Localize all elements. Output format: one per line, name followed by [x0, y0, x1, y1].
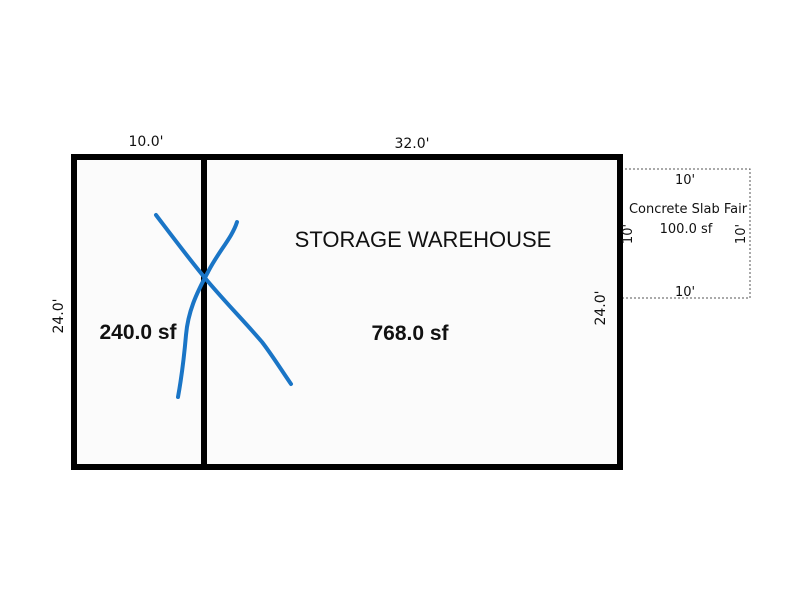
- building-floor: [74, 157, 620, 467]
- cross-out-stroke: [154, 213, 293, 386]
- slab-top-dimension: 10': [675, 173, 695, 188]
- slab-left-dimension: 10': [621, 224, 636, 244]
- left-section-height-label: 24.0': [51, 298, 67, 333]
- warehouse-width-label: 32.0': [394, 136, 429, 152]
- warehouse-height-label: 24.0': [593, 290, 609, 325]
- warehouse-area: 768.0 sf: [371, 322, 449, 345]
- slab-area: 100.0 sf: [660, 222, 713, 237]
- concrete-slab-outline: [620, 168, 751, 299]
- slab-right-dimension: 10': [734, 224, 749, 244]
- slab-bottom-dimension: 10': [675, 285, 695, 300]
- left-section-area: 240.0 sf: [99, 321, 177, 344]
- building-outer-wall: [71, 154, 623, 470]
- cross-out-stroke: [176, 220, 239, 399]
- left-section-width-label: 10.0': [128, 134, 163, 150]
- slab-name: Concrete Slab Fair: [629, 202, 748, 217]
- warehouse-name: STORAGE WAREHOUSE: [295, 227, 552, 252]
